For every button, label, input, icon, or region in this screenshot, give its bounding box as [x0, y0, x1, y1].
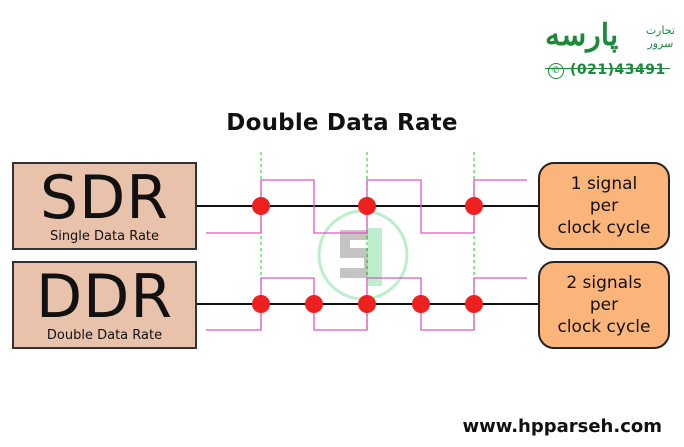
sdr-result-line: clock cycle [557, 218, 651, 238]
phone-number: ✆ (021)43491 [548, 62, 666, 79]
ddr-sample-point [252, 295, 270, 313]
ddr-full-name: Double Data Rate [46, 328, 163, 343]
logo-brand-text: پارسه [545, 18, 619, 53]
sdr-result-line: per [589, 196, 619, 216]
phone-text: (021)43491 [570, 62, 666, 78]
sdr-result-box: 1 signal per clock cycle [538, 162, 670, 250]
ddr-abbreviation: DDR [35, 262, 174, 332]
sdr-sample-point [252, 197, 270, 215]
website-url: www.hpparseh.com [462, 416, 662, 437]
logo-subtitle-line: سرور [647, 37, 674, 50]
diagram-title: Double Data Rate [226, 110, 458, 136]
ddr-result-line: 2 signals [566, 273, 642, 293]
logo-divider [545, 68, 670, 69]
sdr-sample-point [465, 197, 483, 215]
sdr-full-name: Single Data Rate [49, 229, 160, 244]
sdr-result-line: 1 signal [570, 174, 638, 194]
ddr-sample-point [412, 295, 430, 313]
sdr-sample-point [358, 197, 376, 215]
hp-parseh-watermark [317, 209, 409, 301]
ddr-result-box: 2 signals per clock cycle [538, 261, 670, 349]
ddr-sample-point [465, 295, 483, 313]
logo-subtitle-line: تجارت [645, 24, 675, 37]
sdr-abbreviation: SDR [40, 163, 169, 233]
phone-icon: ✆ [548, 63, 564, 79]
ddr-sample-point [358, 295, 376, 313]
ddr-result-line: clock cycle [557, 317, 651, 337]
ddr-label-box: DDR Double Data Rate [12, 261, 197, 349]
ddr-result-line: per [589, 295, 619, 315]
sdr-label-box: SDR Single Data Rate [12, 162, 197, 250]
ddr-sample-point [305, 295, 323, 313]
logo-subtitle: تجارت سرور [646, 24, 675, 50]
company-logo: پارسه تجارت سرور [545, 14, 675, 86]
